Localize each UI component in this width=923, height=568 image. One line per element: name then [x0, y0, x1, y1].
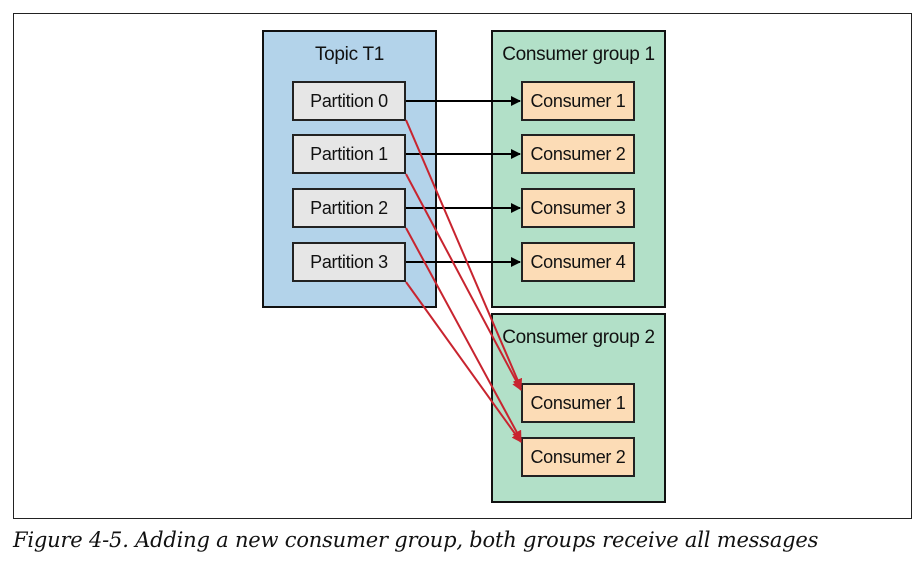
partition-2: Partition 2: [292, 188, 406, 228]
group1-consumer-4: Consumer 4: [521, 242, 635, 282]
partition-3: Partition 3: [292, 242, 406, 282]
figure-caption: Figure 4-5. Adding a new consumer group,…: [13, 528, 819, 552]
group1-consumer-1: Consumer 1: [521, 81, 635, 121]
group1-consumer-2: Consumer 2: [521, 134, 635, 174]
topic-title: Topic T1: [314, 44, 385, 65]
consumer-group-2-title: Consumer group 2: [502, 327, 655, 348]
figure-frame: [13, 13, 912, 519]
consumer-group-1-title: Consumer group 1: [502, 44, 655, 65]
group2-consumer-1: Consumer 1: [521, 383, 635, 423]
group2-consumer-2: Consumer 2: [521, 437, 635, 477]
partition-0: Partition 0: [292, 81, 406, 121]
group1-consumer-3: Consumer 3: [521, 188, 635, 228]
partition-1: Partition 1: [292, 134, 406, 174]
